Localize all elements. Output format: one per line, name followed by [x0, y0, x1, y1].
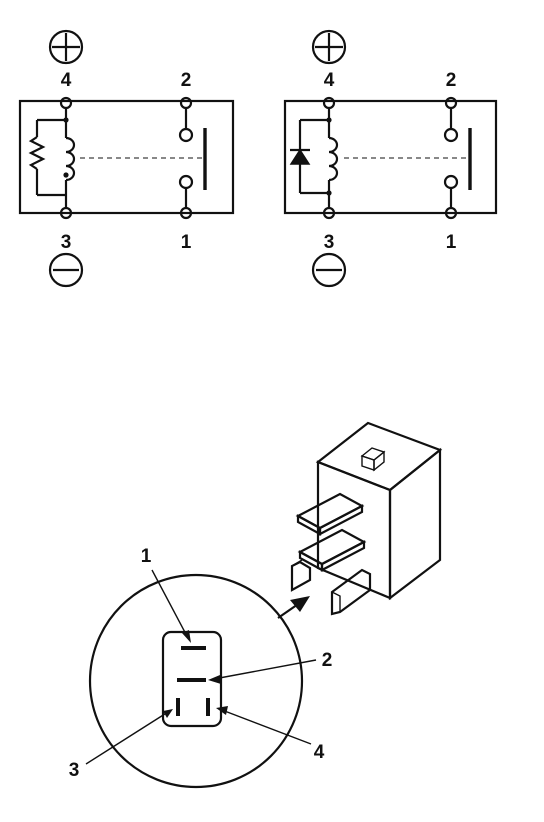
blade-terminal	[297, 528, 367, 572]
terminal-label-4: 4	[324, 70, 335, 91]
relay-schematic-resistor: 4 2 3 1	[18, 29, 235, 288]
negative-terminal-icon	[311, 252, 347, 288]
diode-icon	[289, 148, 311, 165]
terminal-2-pin	[179, 96, 193, 110]
terminal-label-2: 2	[181, 70, 192, 91]
contact-upper	[443, 127, 459, 143]
callout-label-4: 4	[314, 742, 325, 763]
relay-schematic-diode: 4 2 3 1	[283, 29, 498, 288]
callout-label-2: 2	[322, 650, 333, 671]
terminal-label-3: 3	[61, 232, 72, 253]
contact-lower	[178, 174, 194, 190]
terminal-label-4: 4	[61, 70, 72, 91]
view-direction-arrow	[277, 596, 310, 619]
callout-label-3: 3	[69, 760, 80, 781]
callout-label-1: 1	[141, 546, 152, 567]
blade-terminal	[330, 568, 372, 616]
positive-terminal-icon	[311, 29, 347, 65]
terminal-label-3: 3	[324, 232, 335, 253]
contact-lower	[443, 174, 459, 190]
coil-icon	[65, 136, 76, 182]
terminal-4-pin	[59, 96, 73, 110]
terminal-label-2: 2	[446, 70, 457, 91]
connector-outline	[161, 630, 223, 728]
connector-detail: 1 2 3 4	[69, 546, 333, 789]
relay-body-illustration	[290, 421, 443, 616]
relay-housing	[283, 99, 498, 215]
contact-upper	[178, 127, 194, 143]
blade-terminal	[295, 492, 365, 536]
terminal-label-1: 1	[181, 232, 192, 253]
blade-terminal	[290, 559, 312, 592]
terminal-4-pin	[322, 96, 336, 110]
terminal-2-pin	[444, 96, 458, 110]
negative-terminal-icon	[48, 252, 84, 288]
coil-icon	[328, 136, 339, 182]
positive-terminal-icon	[48, 29, 84, 65]
resistor-icon	[28, 136, 46, 170]
detail-circle	[88, 573, 304, 789]
relay-housing	[18, 99, 235, 215]
terminal-label-1: 1	[446, 232, 457, 253]
